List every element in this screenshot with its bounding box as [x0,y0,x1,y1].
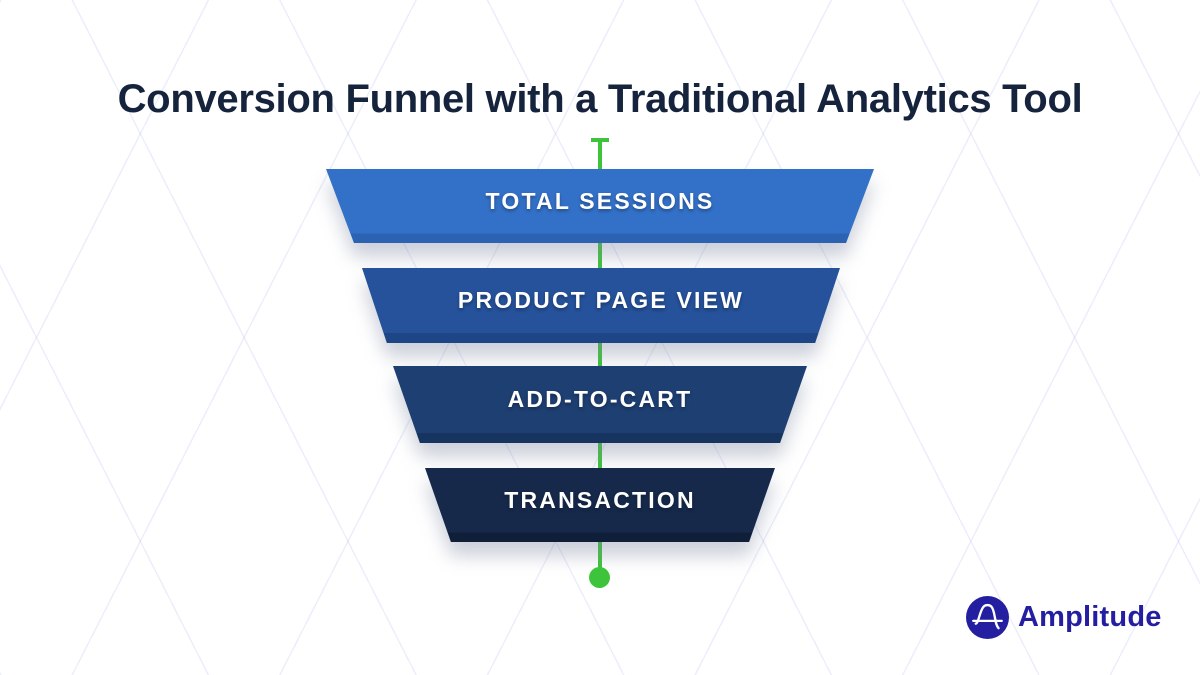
funnel-stage-add-to-cart: ADD-TO-CART [393,366,807,443]
funnel-stage-shape: ADD-TO-CART [393,366,807,443]
funnel-axis-top-cap [591,138,609,142]
funnel-axis-end-dot [589,567,610,588]
brand-logo: Amplitude [966,596,1162,639]
funnel-stage-label: TRANSACTION [504,486,696,513]
funnel-stage-label: PRODUCT PAGE VIEW [457,287,745,313]
page-title: Conversion Funnel with a Traditional Ana… [117,76,1083,121]
brand-wordmark: Amplitude [1018,601,1162,633]
funnel-axis-line [598,140,602,572]
funnel-stage-product-page-view: PRODUCT PAGE VIEW [362,268,840,343]
funnel-stage-label: ADD-TO-CART [507,386,693,412]
funnel-stage-transaction: TRANSACTION [425,468,775,542]
funnel-stage-total-sessions: TOTAL SESSIONS [326,169,874,243]
amplitude-wave-icon [966,596,1009,639]
funnel-stage-shape: TOTAL SESSIONS [326,169,874,243]
funnel-stage-label: TOTAL SESSIONS [485,187,715,214]
funnel-stage-shape: PRODUCT PAGE VIEW [362,268,840,343]
funnel-stage-shape: TRANSACTION [425,468,775,542]
